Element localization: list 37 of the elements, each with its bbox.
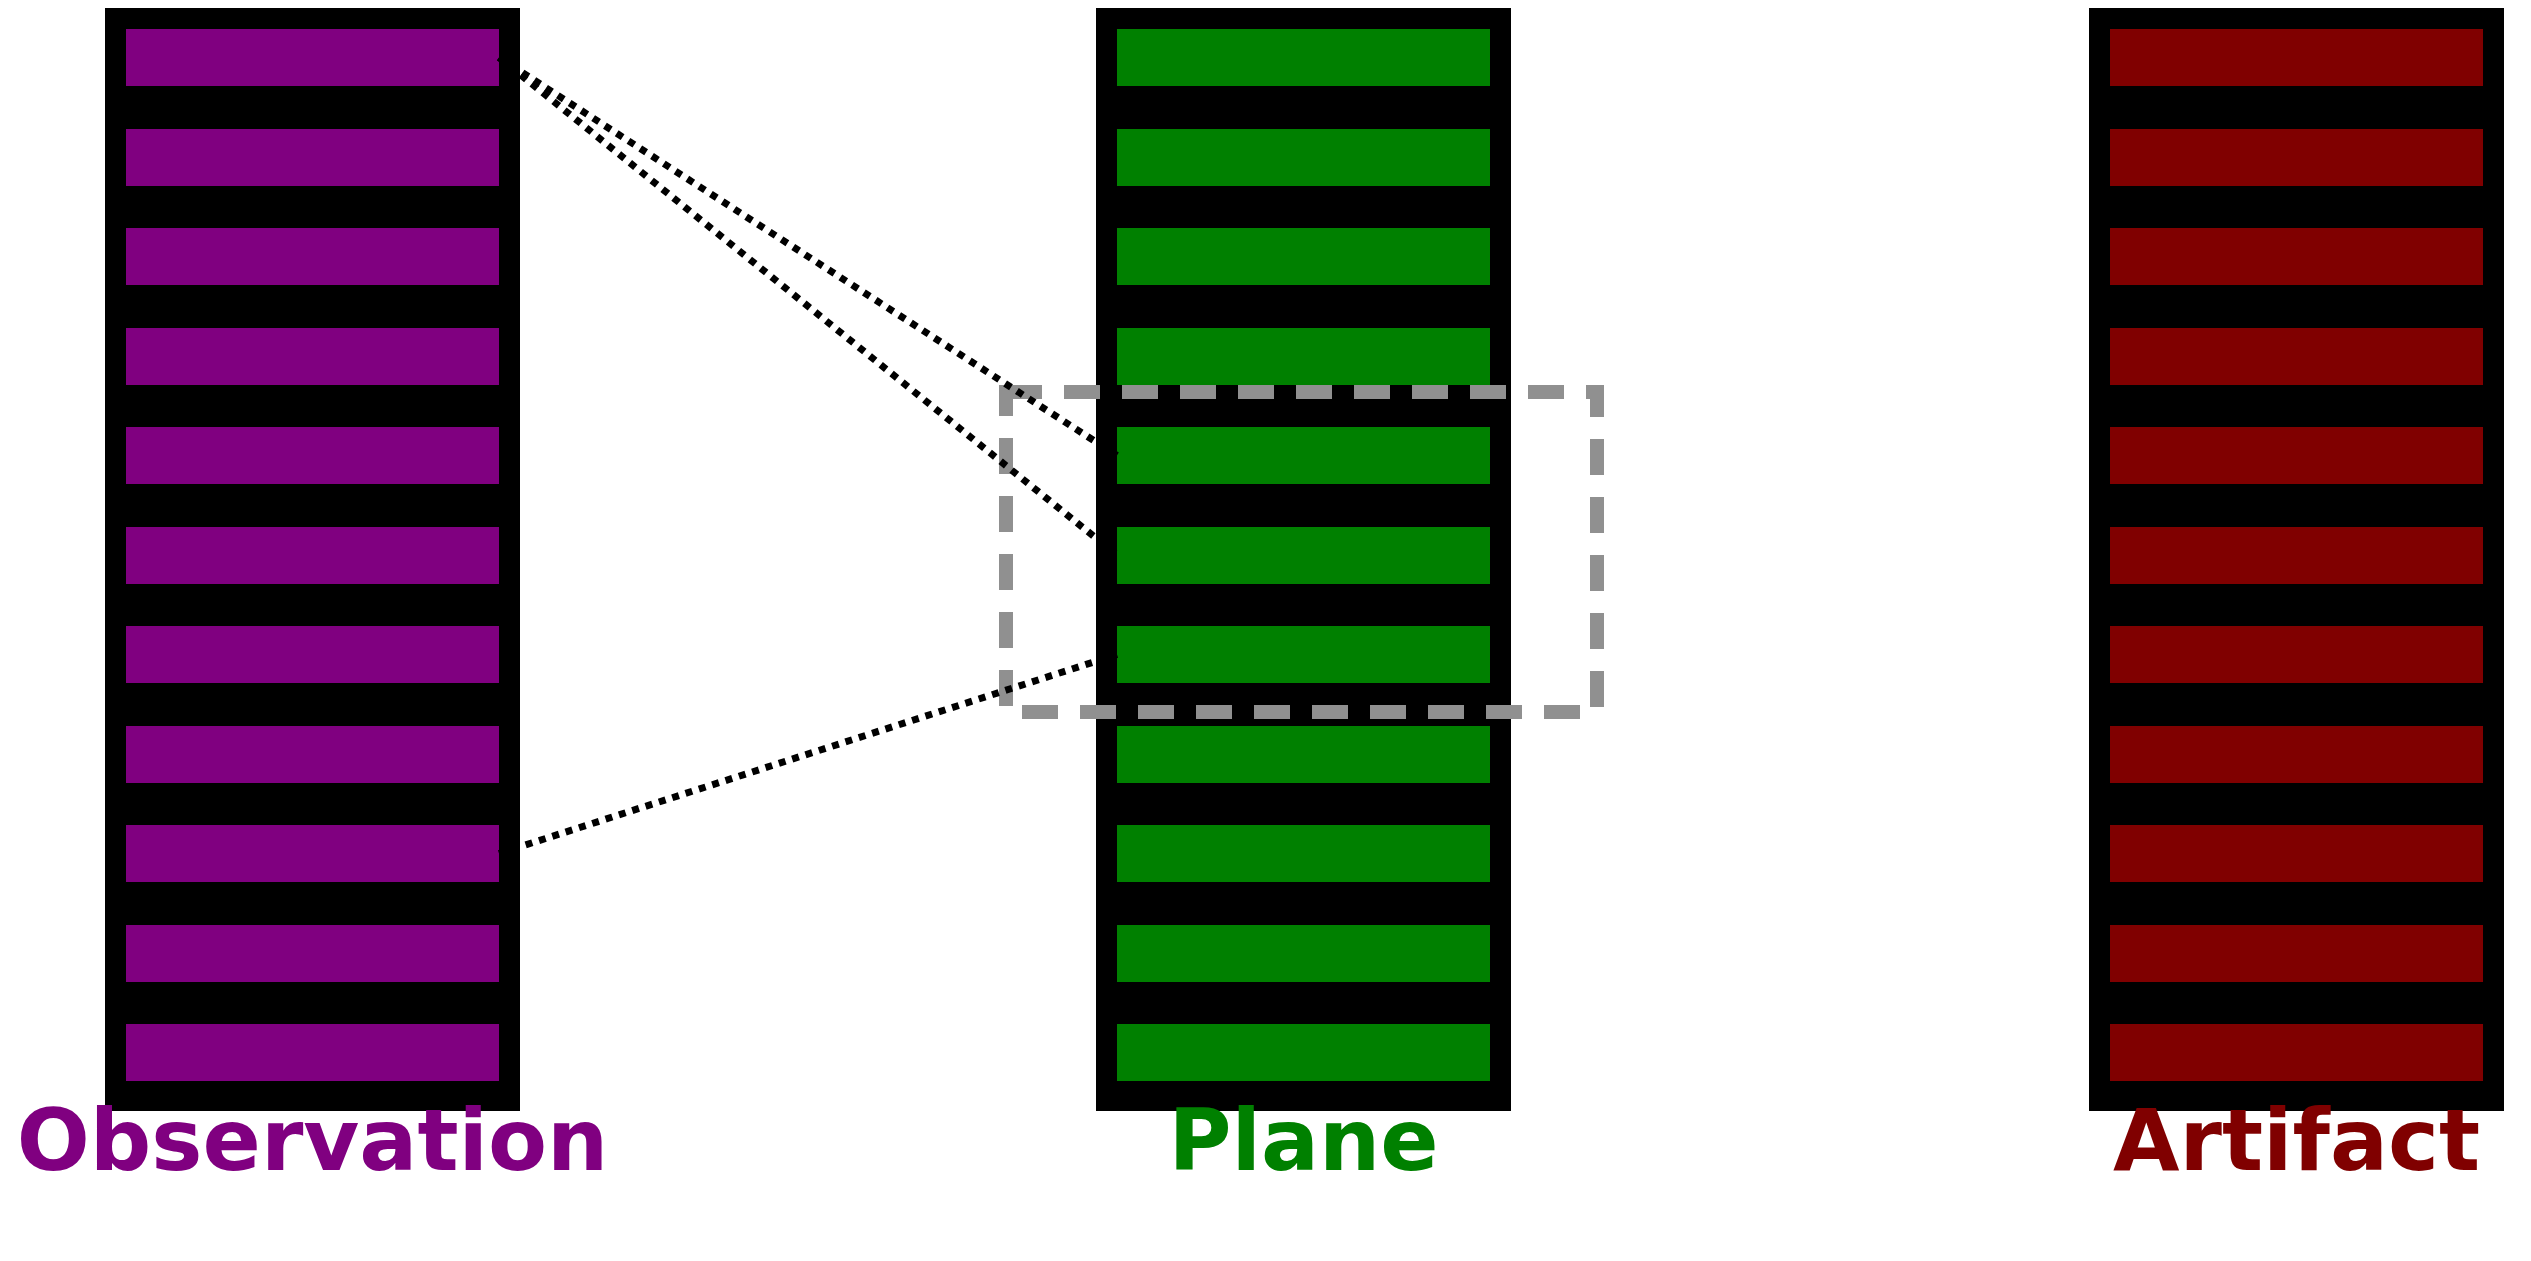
bar bbox=[1117, 924, 1490, 982]
bar bbox=[126, 228, 499, 285]
bar bbox=[2110, 725, 2483, 783]
bar bbox=[2110, 128, 2483, 186]
bar bbox=[126, 1024, 499, 1081]
bar bbox=[1117, 725, 1490, 783]
bar bbox=[1117, 128, 1490, 186]
bar bbox=[1117, 327, 1490, 385]
bar bbox=[126, 128, 499, 186]
bar bbox=[2110, 29, 2483, 86]
bar bbox=[1117, 427, 1490, 484]
bar bbox=[126, 526, 499, 584]
bar bbox=[2110, 626, 2483, 683]
bar bbox=[2110, 1024, 2483, 1081]
bar bbox=[126, 626, 499, 683]
bar bbox=[126, 327, 499, 385]
bar bbox=[2110, 825, 2483, 882]
bar bbox=[1117, 29, 1490, 86]
column-label: Artifact bbox=[2112, 1090, 2481, 1190]
bar bbox=[1117, 825, 1490, 882]
bar bbox=[1117, 626, 1490, 683]
bar bbox=[2110, 228, 2483, 285]
bar bbox=[1117, 526, 1490, 584]
bar bbox=[2110, 526, 2483, 584]
bar bbox=[2110, 327, 2483, 385]
column-label: Plane bbox=[1168, 1090, 1439, 1190]
bar bbox=[126, 427, 499, 484]
bar bbox=[1117, 1024, 1490, 1081]
dotted-connector bbox=[497, 54, 1119, 459]
bar bbox=[126, 725, 499, 783]
bar bbox=[126, 825, 499, 882]
bar bbox=[2110, 924, 2483, 982]
bar bbox=[126, 29, 499, 86]
bar bbox=[2110, 427, 2483, 484]
column-label: Observation bbox=[16, 1090, 609, 1190]
bar bbox=[126, 924, 499, 982]
bar bbox=[1117, 228, 1490, 285]
